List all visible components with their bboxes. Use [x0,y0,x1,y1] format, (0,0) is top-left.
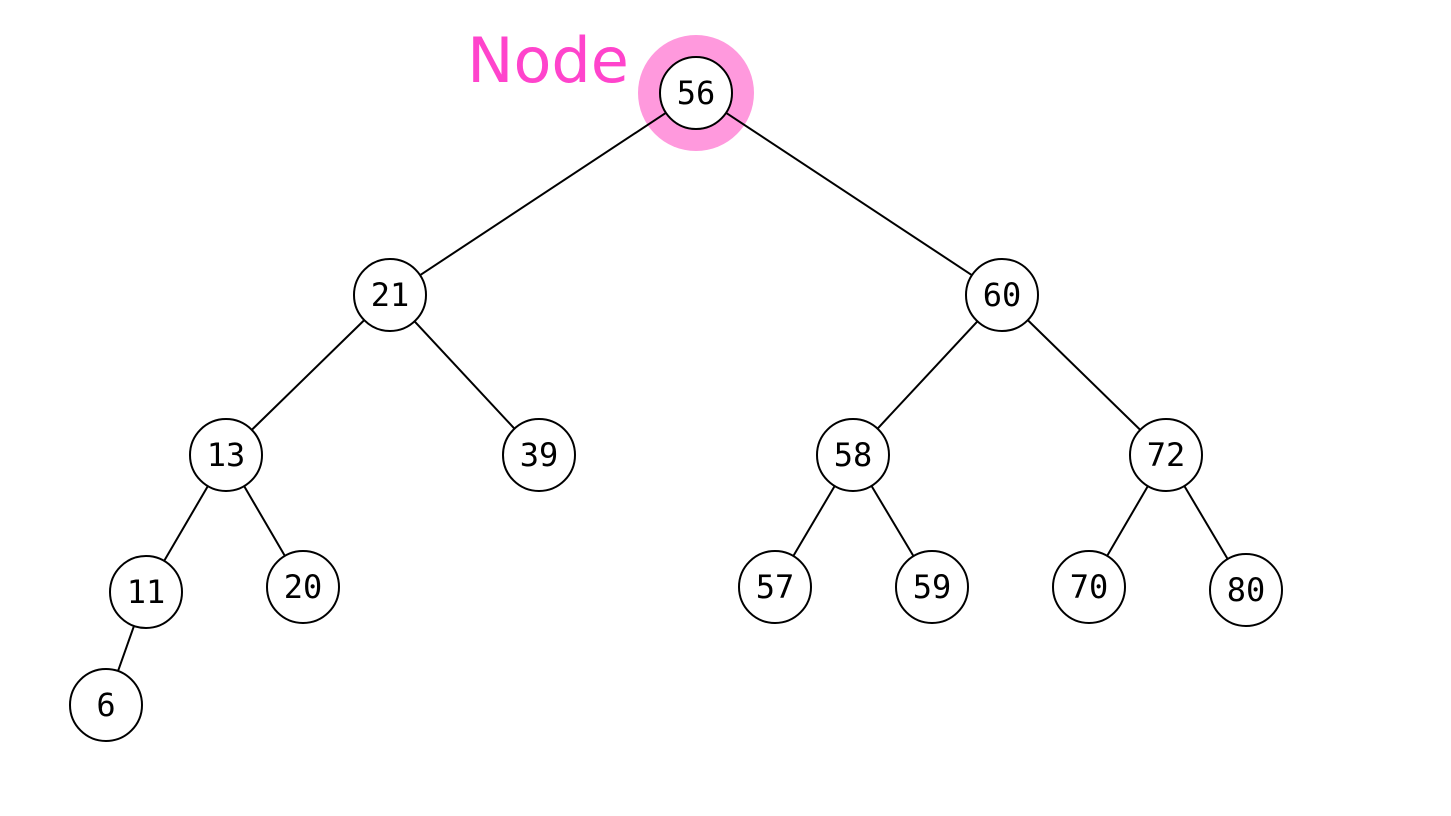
tree-node-11: 11 [109,555,183,629]
tree-edge [117,625,135,672]
node-circle [109,555,183,629]
tree-edge [251,319,365,431]
node-value: 58 [834,436,873,474]
tree-edge [243,485,286,557]
node-circle [965,258,1039,332]
node-value: 20 [284,568,323,606]
tree-edge [163,485,209,562]
tree-edge [876,320,979,430]
tree-node-80: 80 [1209,553,1283,627]
tree-edge [870,485,915,557]
tree-node-6: 6 [69,668,143,742]
node-circle [502,418,576,492]
tree-edge [413,320,516,430]
node-circle [738,550,812,624]
node-value: 39 [520,436,559,474]
tree-edge [419,111,667,277]
tree-edge [1027,319,1141,431]
node-circle [69,668,143,742]
node-value: 60 [983,276,1022,314]
node-value: 59 [913,568,952,606]
node-circle [1209,553,1283,627]
tree-node-59: 59 [895,550,969,624]
tree-node-21: 21 [353,258,427,332]
node-value: 72 [1147,436,1186,474]
tree-node-58: 58 [816,418,890,492]
node-circle [1052,550,1126,624]
node-circle [659,56,733,130]
tree-node-20: 20 [266,550,340,624]
tree-edge [1106,485,1149,557]
node-circle [816,418,890,492]
node-circle [353,258,427,332]
tree-edge [725,111,973,277]
tree-node-60: 60 [965,258,1039,332]
node-value: 21 [371,276,410,314]
tree-node-70: 70 [1052,550,1126,624]
node-pointer-label: Node [467,24,629,97]
tree-node-57: 57 [738,550,812,624]
tree-node-39: 39 [502,418,576,492]
node-circle [1129,418,1203,492]
node-circle [189,418,263,492]
node-value: 57 [756,568,795,606]
tree-edge [792,485,836,557]
node-value: 13 [207,436,246,474]
node-value: 11 [127,573,166,611]
node-value: 80 [1227,571,1266,609]
tree-node-56: 56 [659,56,733,130]
tree-node-13: 13 [189,418,263,492]
node-circle [895,550,969,624]
tree-node-72: 72 [1129,418,1203,492]
node-value: 6 [96,686,115,724]
node-value: 70 [1070,568,1109,606]
tree-edge [1183,485,1229,560]
node-circle [266,550,340,624]
node-value: 56 [677,74,716,112]
